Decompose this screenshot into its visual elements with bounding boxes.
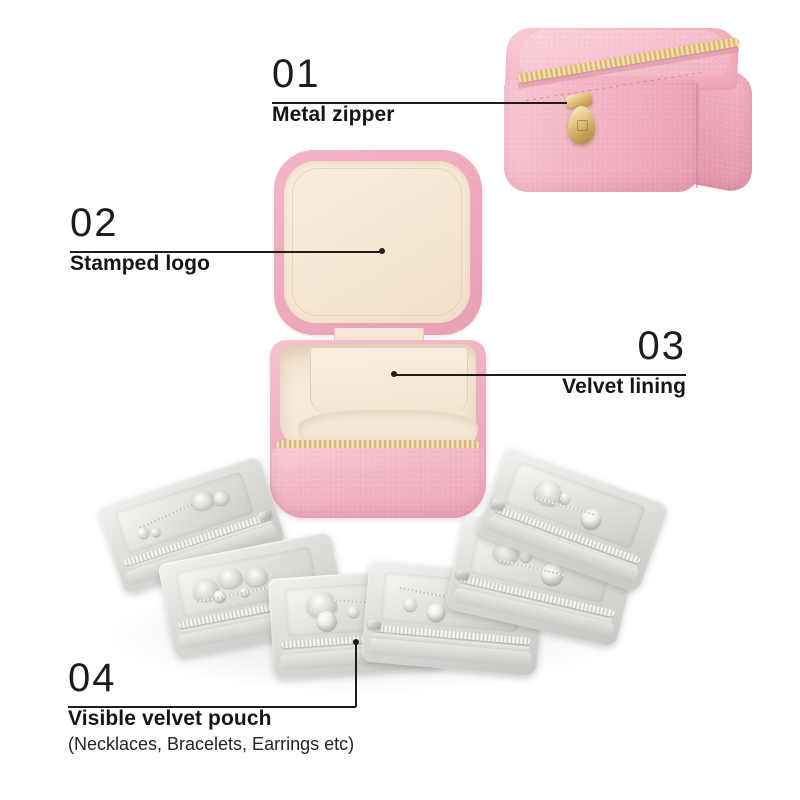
leader-dot-03 [391,371,397,377]
open-box-inner-wall [310,348,468,414]
closed-box-front-panel [504,80,700,192]
closed-jewelry-box-image [500,28,756,200]
callout-03-number: 03 [637,324,686,368]
pouch-zipper-slider [367,619,382,630]
pouch-zipper-slider [455,568,471,581]
callout-04-sublabel: (Necklaces, Bracelets, Earrings etc) [68,734,355,754]
leader-dot-02 [379,248,385,254]
callout-02-number: 02 [70,201,119,245]
leader-line-03 [394,374,686,376]
callout-03: 03 Velvet lining [486,324,686,399]
open-box-lid-interior-lining [284,161,470,323]
leader-line-04-vertical [355,644,357,707]
callout-04-label: Visible velvet pouch [68,707,272,730]
closed-box-zipper-pull-teardrop [568,106,595,144]
leader-line-02 [70,251,382,253]
leader-line-04-horizontal [68,706,356,708]
callout-03-label: Velvet lining [562,375,686,398]
leader-dot-04 [353,639,359,645]
leader-line-01 [272,102,567,104]
callout-02: 02 Stamped logo [70,201,240,276]
callout-01-number: 01 [272,52,321,96]
open-box-base-zipper-teeth [276,440,480,451]
callout-04-number: 04 [68,656,117,700]
callout-04: 04 Visible velvet pouch (Necklaces, Brac… [68,656,398,755]
callout-01-label: Metal zipper [272,103,395,126]
open-box-base-cavity [280,344,478,454]
closed-box-corner-seam [696,83,698,189]
callout-02-label: Stamped logo [70,252,211,275]
callout-01: 01 Metal zipper [272,52,395,127]
